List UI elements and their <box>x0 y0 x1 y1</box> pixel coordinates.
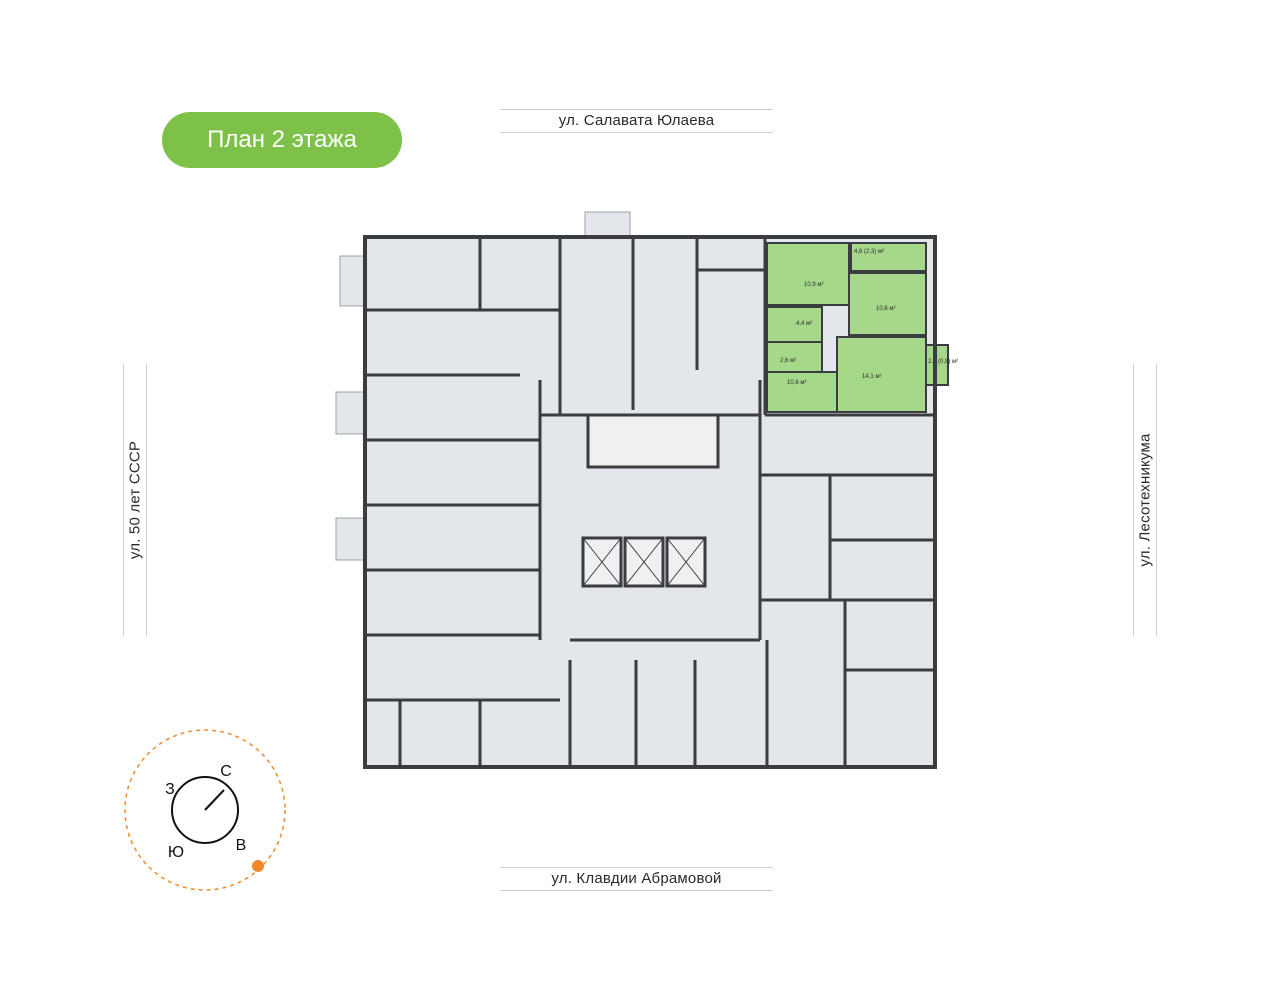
area-label-balcony-right: 2,6 (0,8) м² <box>928 359 958 365</box>
perimeter-wall <box>363 235 937 769</box>
street-bottom-label: ул. Клавдии Абрамовой <box>500 867 773 891</box>
building-footprint <box>365 237 935 767</box>
area-label-room-2: 10,6 м² <box>876 306 895 312</box>
area-label-wc: 2,6 м² <box>780 358 796 364</box>
highlighted-apartment[interactable] <box>766 242 949 413</box>
area-label-room-1: 10,9 м² <box>804 282 823 288</box>
apt-wc[interactable] <box>766 341 823 373</box>
area-label-bathroom: 4,4 м² <box>796 321 812 327</box>
floor-title-badge: План 2 этажа <box>162 112 402 168</box>
apt-kitchen[interactable] <box>836 336 927 413</box>
compass: С З Ю В <box>124 729 286 891</box>
apt-balcony-top[interactable] <box>850 242 927 272</box>
interior-walls <box>365 237 935 767</box>
apt-bathroom[interactable] <box>766 306 823 343</box>
compass-east: В <box>236 837 247 854</box>
street-top-label: ул. Салавата Юлаева <box>500 109 773 133</box>
elevator-cross <box>582 537 622 587</box>
circulation-core <box>581 413 720 588</box>
elevator-cross <box>666 537 706 587</box>
balcony <box>584 211 631 238</box>
apt-room-1[interactable] <box>766 242 850 306</box>
street-left-label: ул. 50 лет СССР <box>123 364 147 636</box>
balcony <box>335 391 366 435</box>
sun-icon <box>252 860 264 872</box>
apt-room-2[interactable] <box>848 272 927 336</box>
balcony <box>339 255 366 307</box>
area-label-hall: 10,6 м² <box>787 380 806 386</box>
street-right-label: ул. Лесотехникума <box>1133 364 1157 636</box>
compass-orbit <box>124 729 286 891</box>
balcony <box>335 517 366 561</box>
floor-title: План 2 этажа <box>207 126 357 153</box>
compass-north: С <box>220 763 232 780</box>
area-label-balcony-top: 4,6 (2,3) м² <box>854 249 884 255</box>
compass-needle <box>204 789 225 811</box>
compass-west: З <box>165 781 175 798</box>
apartment-area-labels: 4,6 (2,3) м² 10,9 м² 10,6 м² 4,4 м² 2,6 … <box>780 249 958 386</box>
compass-south: Ю <box>168 844 184 861</box>
stairwell <box>586 413 720 469</box>
elevator-cross <box>624 537 664 587</box>
apt-hall[interactable] <box>766 371 838 413</box>
area-label-kitchen: 14,1 м² <box>862 374 881 380</box>
